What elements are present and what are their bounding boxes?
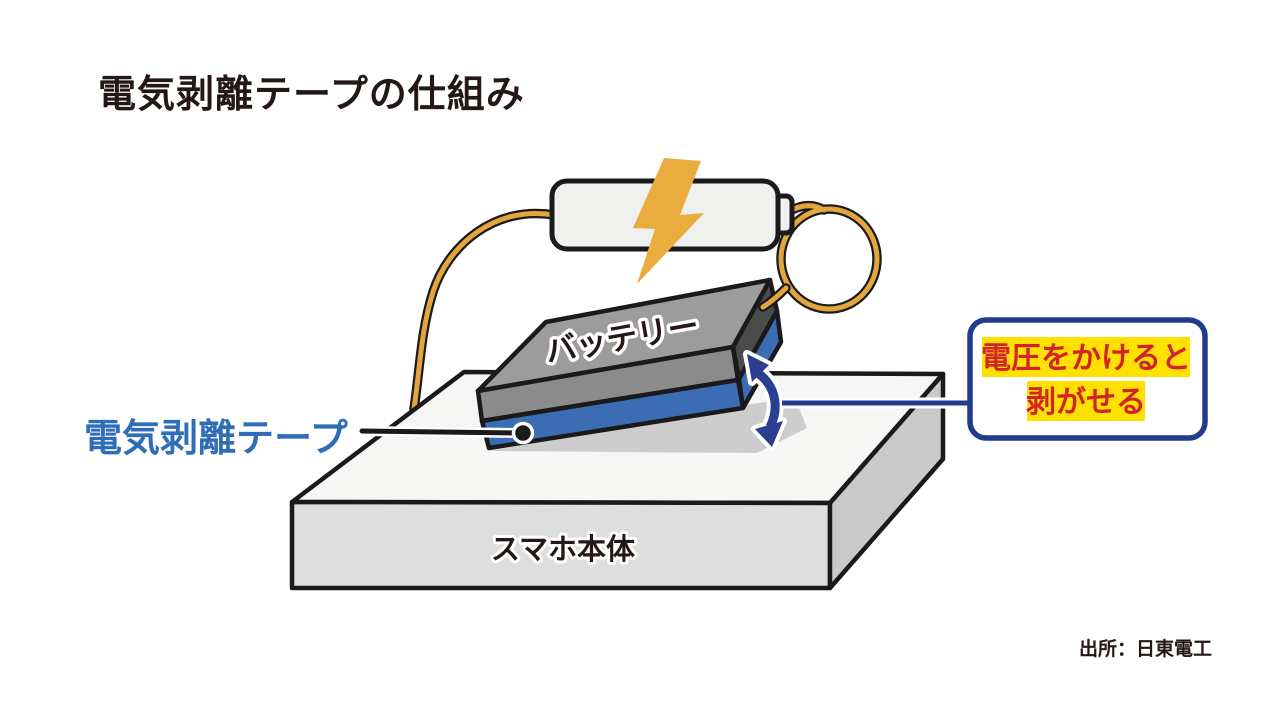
phone-side-face	[827, 371, 946, 591]
leader-dot	[511, 421, 535, 445]
power-wire-right-loop	[776, 200, 882, 314]
tape-leader-line	[357, 421, 535, 445]
highlight-line1	[982, 337, 1190, 377]
lightning-bolt-icon	[633, 158, 704, 284]
callout-text-line1: 電圧をかけると	[981, 342, 1191, 375]
callout-text-line2: 剥がせる	[1026, 385, 1146, 419]
peel-arrow-icon	[743, 350, 787, 451]
highlight-line2	[1027, 381, 1145, 421]
source-credit: 出所：日東電工	[1079, 637, 1212, 660]
power-wire-connection	[758, 283, 791, 312]
callout: 電圧をかけると 剥がせる	[967, 317, 1208, 441]
battery-icon	[549, 158, 795, 284]
tape-label: 電気剥離テープ	[84, 418, 348, 460]
page-title: 電気剥離テープの仕組み	[98, 74, 525, 116]
power-wire-left	[409, 208, 559, 414]
phone-label: スマホ本体	[491, 533, 636, 566]
